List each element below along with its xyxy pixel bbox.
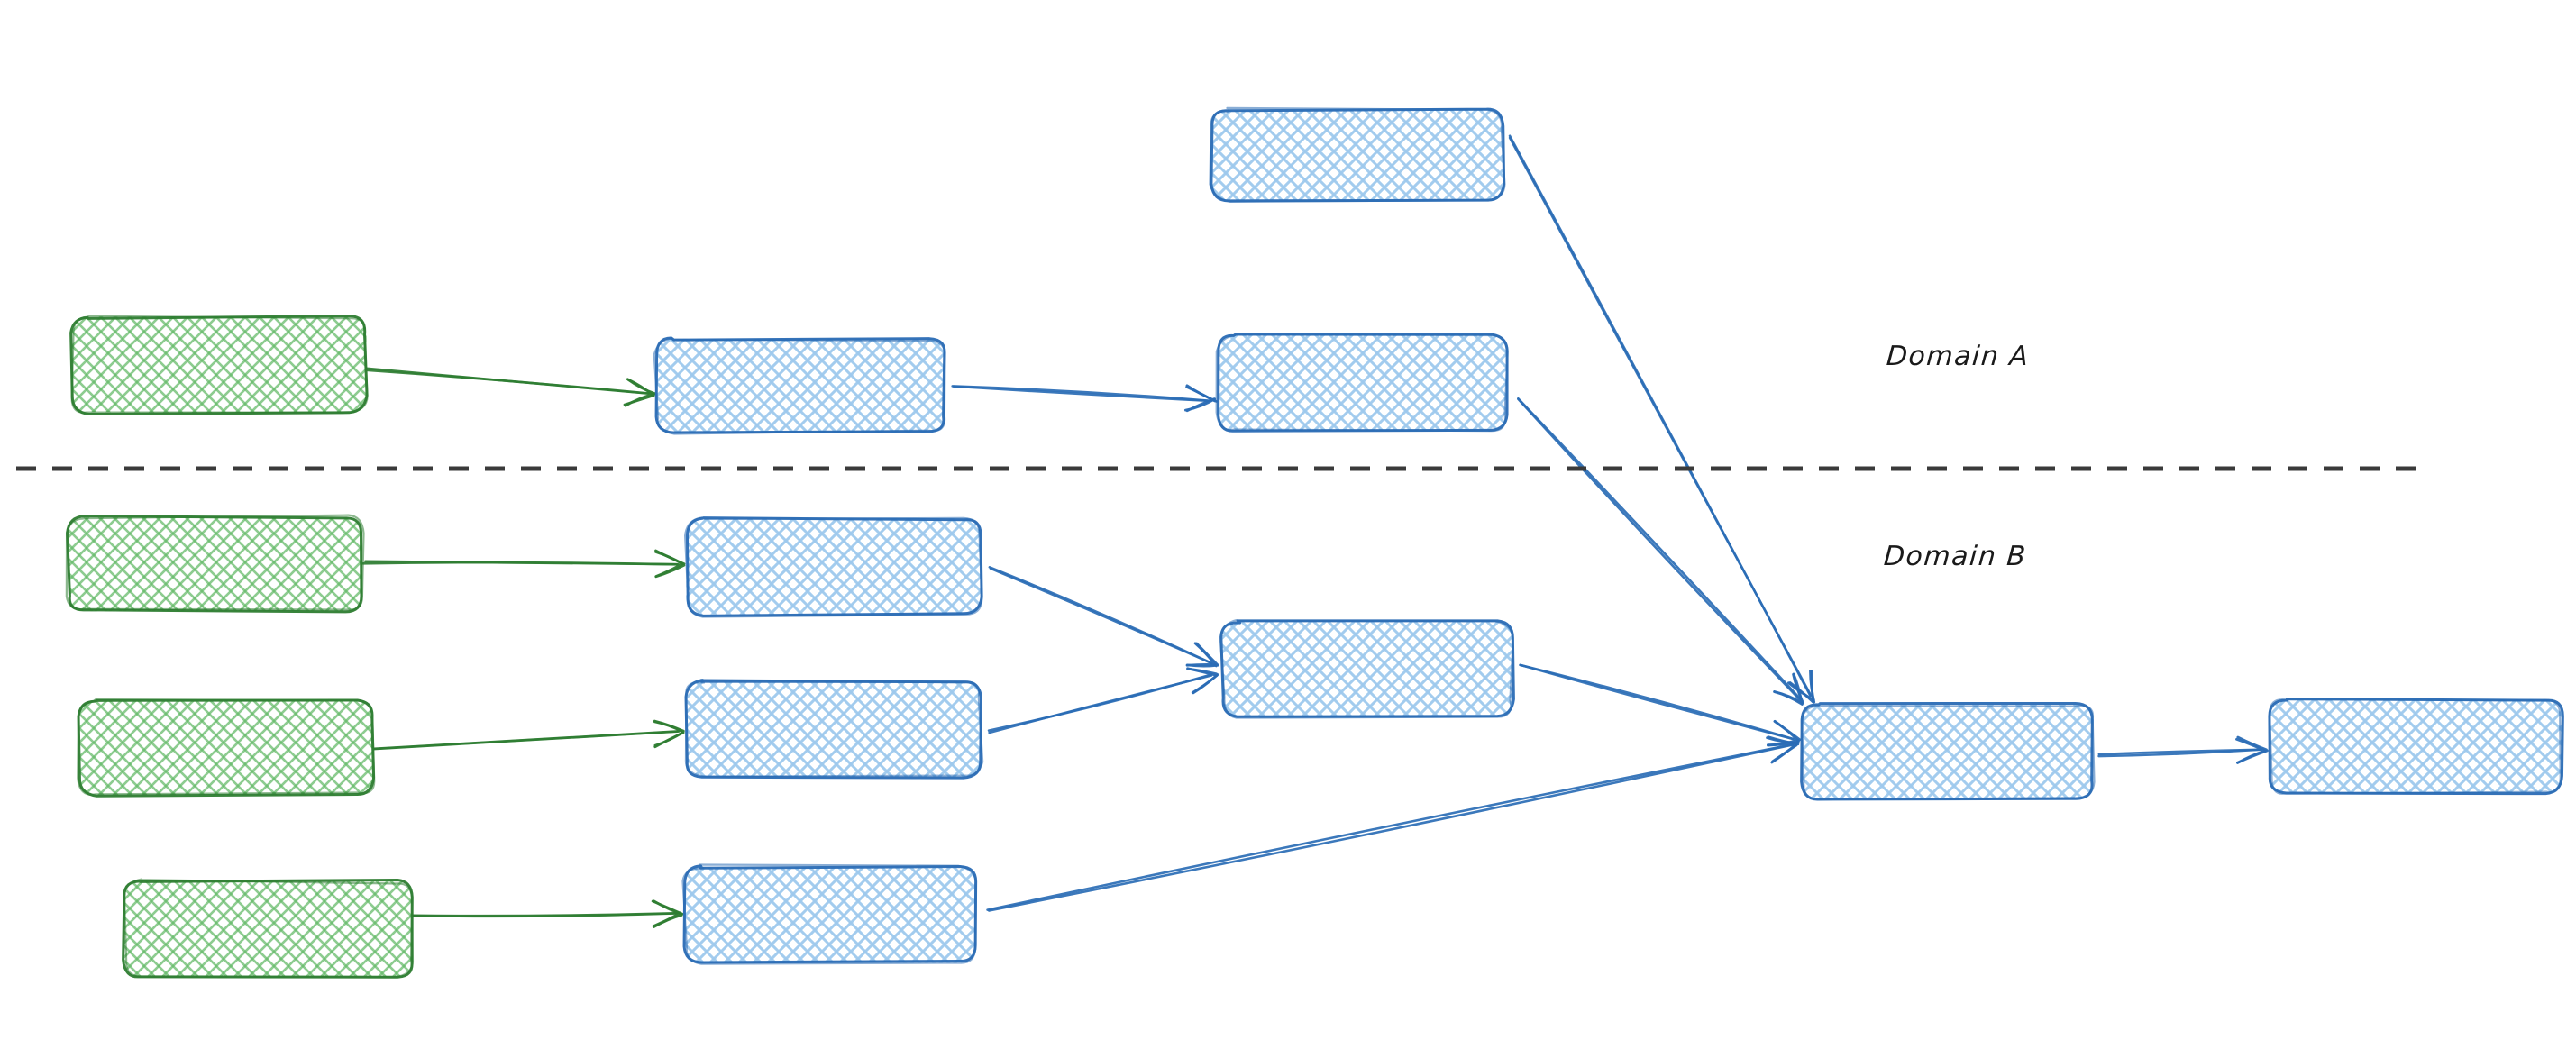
edge-arrow <box>986 735 1800 912</box>
edges-layer <box>361 134 2269 928</box>
edge-arrow <box>2097 735 2269 764</box>
diagram-node-a-src-1[interactable] <box>69 315 369 416</box>
domain-a-label: Domain A <box>1885 341 2031 372</box>
diagram-node-a-top-1[interactable] <box>1209 106 1506 203</box>
nodes-layer <box>65 106 2564 979</box>
edge-arrow <box>1519 663 1802 747</box>
diagram-node-a-mid-1[interactable] <box>653 336 946 435</box>
diagram-node-b-src-2[interactable] <box>77 698 376 798</box>
diagram-node-b-agg-1[interactable] <box>1219 618 1515 719</box>
edge-arrow <box>951 384 1218 413</box>
diagram-node-b-src-3[interactable] <box>122 878 415 979</box>
domain-b-label: Domain B <box>1882 541 2028 572</box>
edge-arrow <box>363 367 657 407</box>
edge-arrow <box>1508 134 1816 704</box>
diagram-node-b-src-1[interactable] <box>65 514 365 614</box>
edge-arrow <box>361 549 686 579</box>
edge-arrow <box>411 899 684 928</box>
diagram-node-b-mid-3[interactable] <box>681 863 978 965</box>
edge-arrow <box>988 566 1219 668</box>
edge-arrow <box>1517 397 1804 706</box>
diagram-node-b-sink-2[interactable] <box>2268 698 2564 796</box>
diagram-node-b-mid-2[interactable] <box>684 679 984 780</box>
edge-arrow <box>370 719 685 751</box>
diagram-node-b-mid-1[interactable] <box>683 516 983 618</box>
edge-arrow <box>987 667 1219 734</box>
diagram-node-b-sink-1[interactable] <box>1800 701 2096 801</box>
diagram-node-a-mid-2[interactable] <box>1215 333 1509 433</box>
